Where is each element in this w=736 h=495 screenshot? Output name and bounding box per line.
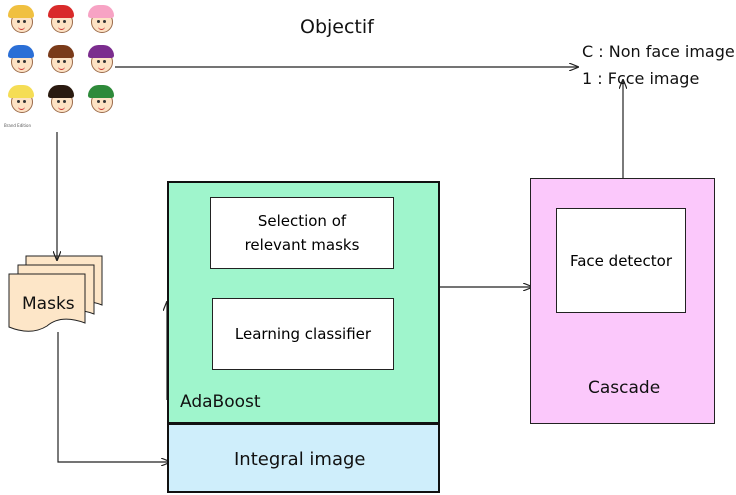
face-icon-yellow-hair [6, 3, 36, 33]
face-grid-caption: Brand Edition [4, 123, 32, 128]
output-face-label: 1 : Fcce image [582, 69, 700, 88]
selection-label-line2: relevant masks [244, 236, 360, 254]
masks-document-stack [8, 255, 103, 332]
face-icon-blonde-hair [6, 83, 36, 113]
adaboost-label: AdaBoost [180, 392, 261, 412]
face-icon-green-hat [86, 83, 116, 113]
face-icon-red-cap [46, 3, 76, 33]
face-icon-pink-pigtails [86, 3, 116, 33]
face-detector-label: Face detector [569, 251, 673, 270]
masks-label: Masks [22, 294, 75, 314]
learning-classifier-box: Learning classifier [212, 298, 394, 370]
learning-classifier-label: Learning classifier [234, 325, 372, 343]
output-non-face-label: C : Non face image [582, 42, 735, 61]
integral-image-label: Integral image [234, 449, 366, 470]
selection-masks-box: Selection of relevant masks [210, 197, 394, 269]
face-icon-spiky-black-hair [46, 83, 76, 113]
objective-title: Objectif [300, 16, 374, 38]
integral-image-block [167, 423, 440, 493]
arrow-masks-to-integral [57, 332, 170, 462]
face-icon-brown-hair [46, 43, 76, 73]
selection-label-line1: Selection of [257, 212, 347, 230]
face-detector-box: Face detector [556, 208, 686, 313]
cascade-label: Cascade [588, 378, 661, 398]
face-icon-purple-hat [86, 43, 116, 73]
face-icon-blue-cap [6, 43, 36, 73]
